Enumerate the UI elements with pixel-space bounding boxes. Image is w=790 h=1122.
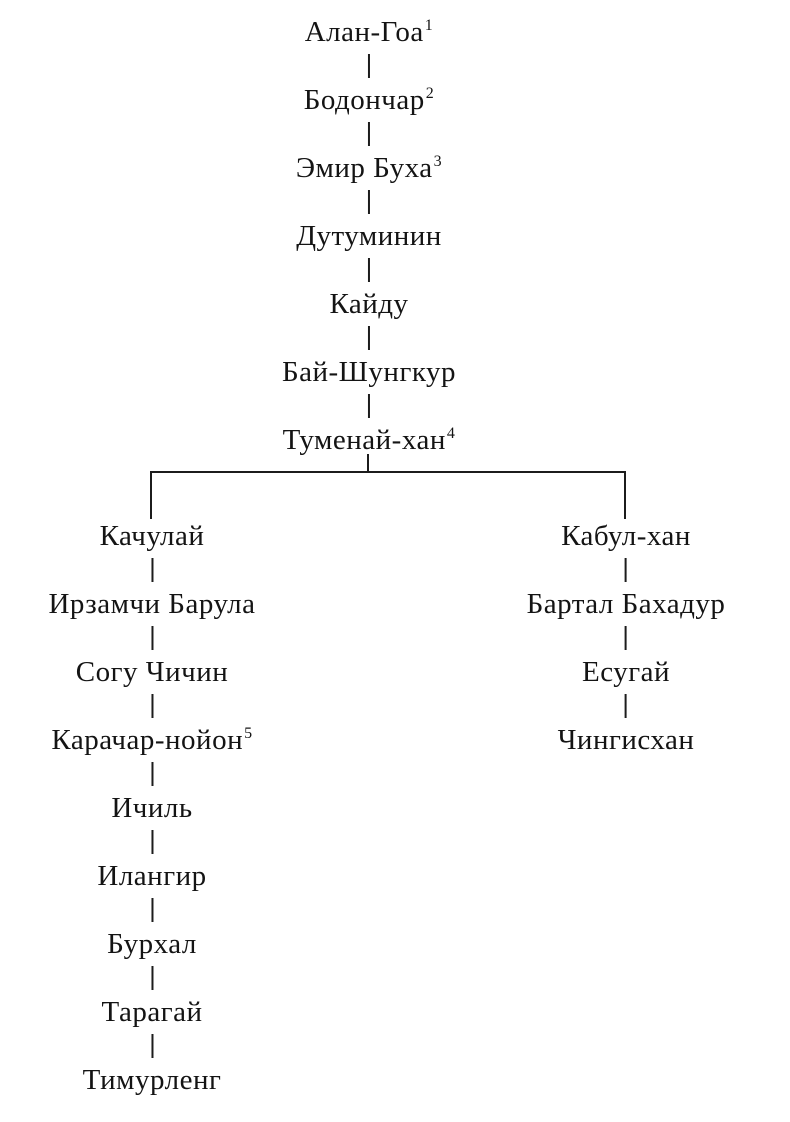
person-name: Тарагай [101,996,203,1028]
person-name: Есугай [581,656,670,688]
connector-line [368,122,370,146]
person-name: Качулай [99,520,205,552]
person-node: Эмир Буха3 [296,151,442,185]
person-node: Туменай-хан4 [283,423,456,457]
person-name: Туменай-хан [282,424,446,456]
person-name: Ичиль [111,792,193,824]
connector-line [368,326,370,350]
person-name: Бурхал [107,928,197,960]
person-node: Ичиль [111,791,192,825]
person-node: Кайду [329,287,408,321]
person-name: Согу Чичин [75,656,229,688]
person-name: Кайду [329,288,409,320]
connector-line [624,694,627,718]
person-node: Карачар-нойон5 [51,723,252,757]
person-node: Тарагай [101,995,202,1029]
person-node: Качулай [100,519,205,553]
person-name: Эмир Буха [295,152,433,184]
person-name: Алан-Гоа [304,16,424,48]
connector-right-drop-line [624,471,626,519]
connector-stem-line [367,454,369,473]
person-name: Чингисхан [557,724,695,756]
connector-line [150,558,153,582]
person-node: Кабул-хан [561,519,691,553]
footnote-superscript: 4 [446,425,456,443]
connector-left-drop-line [150,471,152,519]
person-name: Бай-Шунгкур [281,356,457,388]
person-name: Кабул-хан [561,520,691,552]
person-node: Бурхал [107,927,197,961]
connector-line [150,626,153,650]
connector-line [150,830,153,854]
person-name: Ирзамчи Барула [48,588,256,620]
connector-line [150,898,153,922]
connector-line [368,54,370,78]
person-node: Алан-Гоа1 [305,15,434,49]
person-name: Илангир [97,860,207,892]
person-node: Согу Чичин [76,655,228,689]
person-node: Ирзамчи Барула [48,587,255,621]
person-name: Бартал Бахадур [526,588,726,620]
connector-line [624,558,627,582]
connector-line [368,190,370,214]
connector-line [624,626,627,650]
connector-line [150,966,153,990]
connector-line [150,694,153,718]
connector-line [368,394,370,418]
person-node: Бай-Шунгкур [282,355,456,389]
person-node: Бодончар2 [304,83,435,117]
footnote-superscript: 2 [425,85,435,103]
footnote-superscript: 1 [424,17,434,35]
person-name: Бодончар [303,84,425,116]
person-node: Илангир [97,859,206,893]
person-name: Карачар-нойон [51,724,244,756]
person-name: Дутуминин [296,220,442,252]
connector-horizontal-bar [150,471,626,473]
connector-line [368,258,370,282]
footnote-superscript: 5 [244,725,253,743]
footnote-superscript: 3 [433,153,443,171]
person-node: Чингисхан [558,723,695,757]
person-node: Тимурленг [83,1063,222,1097]
person-node: Бартал Бахадур [527,587,726,621]
person-node: Дутуминин [296,219,442,253]
person-node: Есугай [582,655,670,689]
connector-line [150,762,153,786]
connector-line [150,1034,153,1058]
person-name: Тимурленг [82,1064,222,1096]
